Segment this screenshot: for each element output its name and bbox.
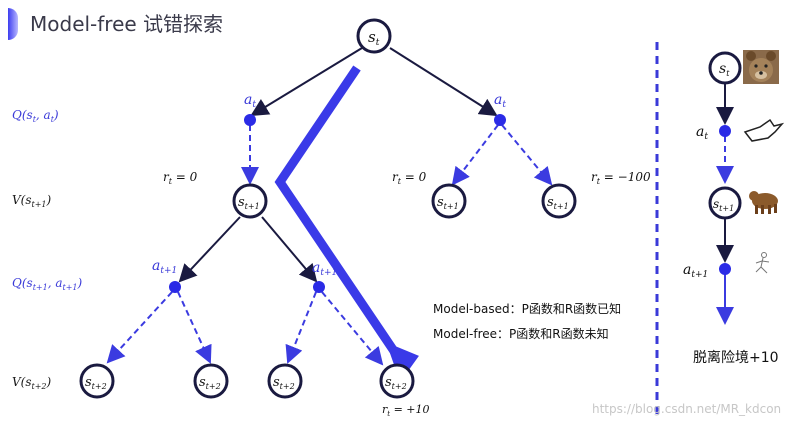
watermark: https://blog.csdn.net/MR_kdcon [592, 402, 782, 416]
edge-aright-smid2 [501, 124, 553, 186]
action-dot-a-right [494, 114, 506, 126]
action-label-a2-left: at+1 [152, 258, 177, 276]
node-s-mid2: st+1 [541, 183, 577, 219]
exploration-path-arrow [274, 65, 404, 363]
seq-node-s2: st+1 [708, 186, 742, 220]
action-dot-a2-right [313, 281, 325, 293]
exploration-path-arrowhead [386, 342, 419, 383]
node-leaf3: st+2 [267, 363, 303, 399]
reward-left: rt = 0 [163, 170, 198, 186]
action-dot-a-left [244, 114, 256, 126]
svg-text:st: st [368, 28, 380, 48]
legend-model-free: Model-free：P函数和R函数未知 [433, 326, 609, 341]
edge-a2left-leaf1 [106, 291, 173, 364]
seq-action-dot-2 [719, 263, 731, 275]
running-person-icon [755, 252, 770, 274]
node-s-left: st+1 [232, 183, 268, 219]
edge-a2right-leaf3 [285, 291, 317, 364]
seq-action-dot-1 [719, 125, 731, 137]
svg-text:st: st [719, 61, 730, 78]
edge-a2left-leaf2 [177, 291, 212, 364]
edge-root-left [250, 47, 363, 117]
bear-face-icon [743, 50, 779, 84]
node-root: st [356, 18, 392, 54]
action-dot-a2-left [169, 281, 181, 293]
escape-label: 脱离险境+10 [693, 349, 779, 366]
reward-right: rt = −100 [591, 170, 651, 186]
row-label-v1: V(st+1) [12, 193, 52, 209]
bear-walking-icon [749, 191, 778, 214]
node-s-mid1: st+1 [431, 183, 467, 219]
running-person-lying-icon [743, 118, 785, 142]
seq-node-s1: st [708, 51, 742, 85]
action-label-a-right: at [494, 92, 506, 110]
row-label-v2: V(st+2) [12, 375, 52, 391]
edge-a2right-leaf4 [321, 291, 384, 366]
node-leaf2: st+2 [193, 363, 229, 399]
edge-sleft-a2left [178, 216, 241, 283]
row-label-q1: Q(st, at) [12, 108, 59, 124]
seq-action-label-2: at+1 [683, 262, 708, 280]
reward-bottom: rt = +10 [382, 403, 430, 418]
reward-mid: rt = 0 [392, 170, 427, 186]
legend-model-based: Model-based：P函数和R函数已知 [433, 301, 621, 316]
slide-title: Model-free 试错探索 [30, 12, 224, 36]
row-label-q2: Q(st+1, at+1) [12, 276, 83, 292]
node-leaf4: st+2 [379, 363, 415, 399]
edge-sleft-a2right [261, 216, 318, 283]
seq-action-label-1: at [696, 124, 708, 142]
title-accent-bar [8, 8, 18, 40]
edge-root-right [389, 47, 498, 117]
node-leaf1: st+2 [79, 363, 115, 399]
action-label-a-left: at [244, 92, 256, 110]
edge-aright-smid1 [451, 124, 499, 186]
